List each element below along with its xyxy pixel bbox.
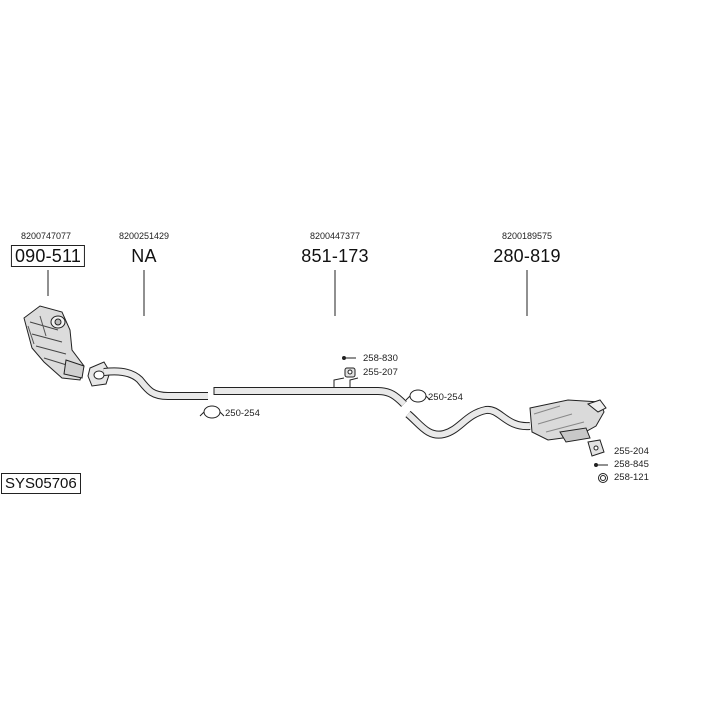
rubber-mount-icon-255-204 bbox=[587, 439, 605, 457]
system-code-badge: SYS05706 bbox=[1, 473, 81, 494]
oem-number-front-pipe: 8200251429 bbox=[118, 231, 170, 241]
hanger-bracket-icon bbox=[333, 377, 359, 388]
bolt-icon-258-845 bbox=[594, 463, 608, 467]
part-number-catalyst[interactable]: 090-511 bbox=[10, 245, 86, 267]
part-number-rear-silencer[interactable]: 280-819 bbox=[493, 246, 561, 266]
part-number-middle-pipe[interactable]: 851-173 bbox=[301, 246, 369, 266]
rear-pipe-icon[interactable] bbox=[406, 406, 531, 438]
catalytic-converter-icon[interactable] bbox=[23, 305, 85, 381]
rear-silencer-icon[interactable] bbox=[529, 399, 607, 443]
label-250-254-mid: 250-254 bbox=[428, 392, 463, 403]
bolt-icon-258-830 bbox=[342, 356, 356, 360]
clamp-icon-mid bbox=[405, 389, 431, 403]
oem-number-rear-silencer: 8200189575 bbox=[501, 231, 553, 241]
middle-pipe-icon[interactable] bbox=[214, 388, 407, 407]
part-number-front-pipe: NA bbox=[131, 246, 157, 266]
label-258-830: 258-830 bbox=[363, 353, 398, 364]
front-pipe-icon[interactable] bbox=[103, 368, 208, 399]
label-250-254-left: 250-254 bbox=[225, 408, 260, 419]
oem-number-middle-pipe: 8200447377 bbox=[309, 231, 361, 241]
clamp-icon-left bbox=[199, 405, 225, 419]
label-255-207: 255-207 bbox=[363, 367, 398, 378]
sealing-ring-icon-258-121 bbox=[598, 473, 608, 483]
oem-number-catalyst: 8200747077 bbox=[20, 231, 72, 241]
label-255-204: 255-204 bbox=[614, 446, 649, 457]
rubber-mount-icon-255-207 bbox=[344, 367, 356, 378]
label-258-121: 258-121 bbox=[614, 472, 649, 483]
label-258-845: 258-845 bbox=[614, 459, 649, 470]
